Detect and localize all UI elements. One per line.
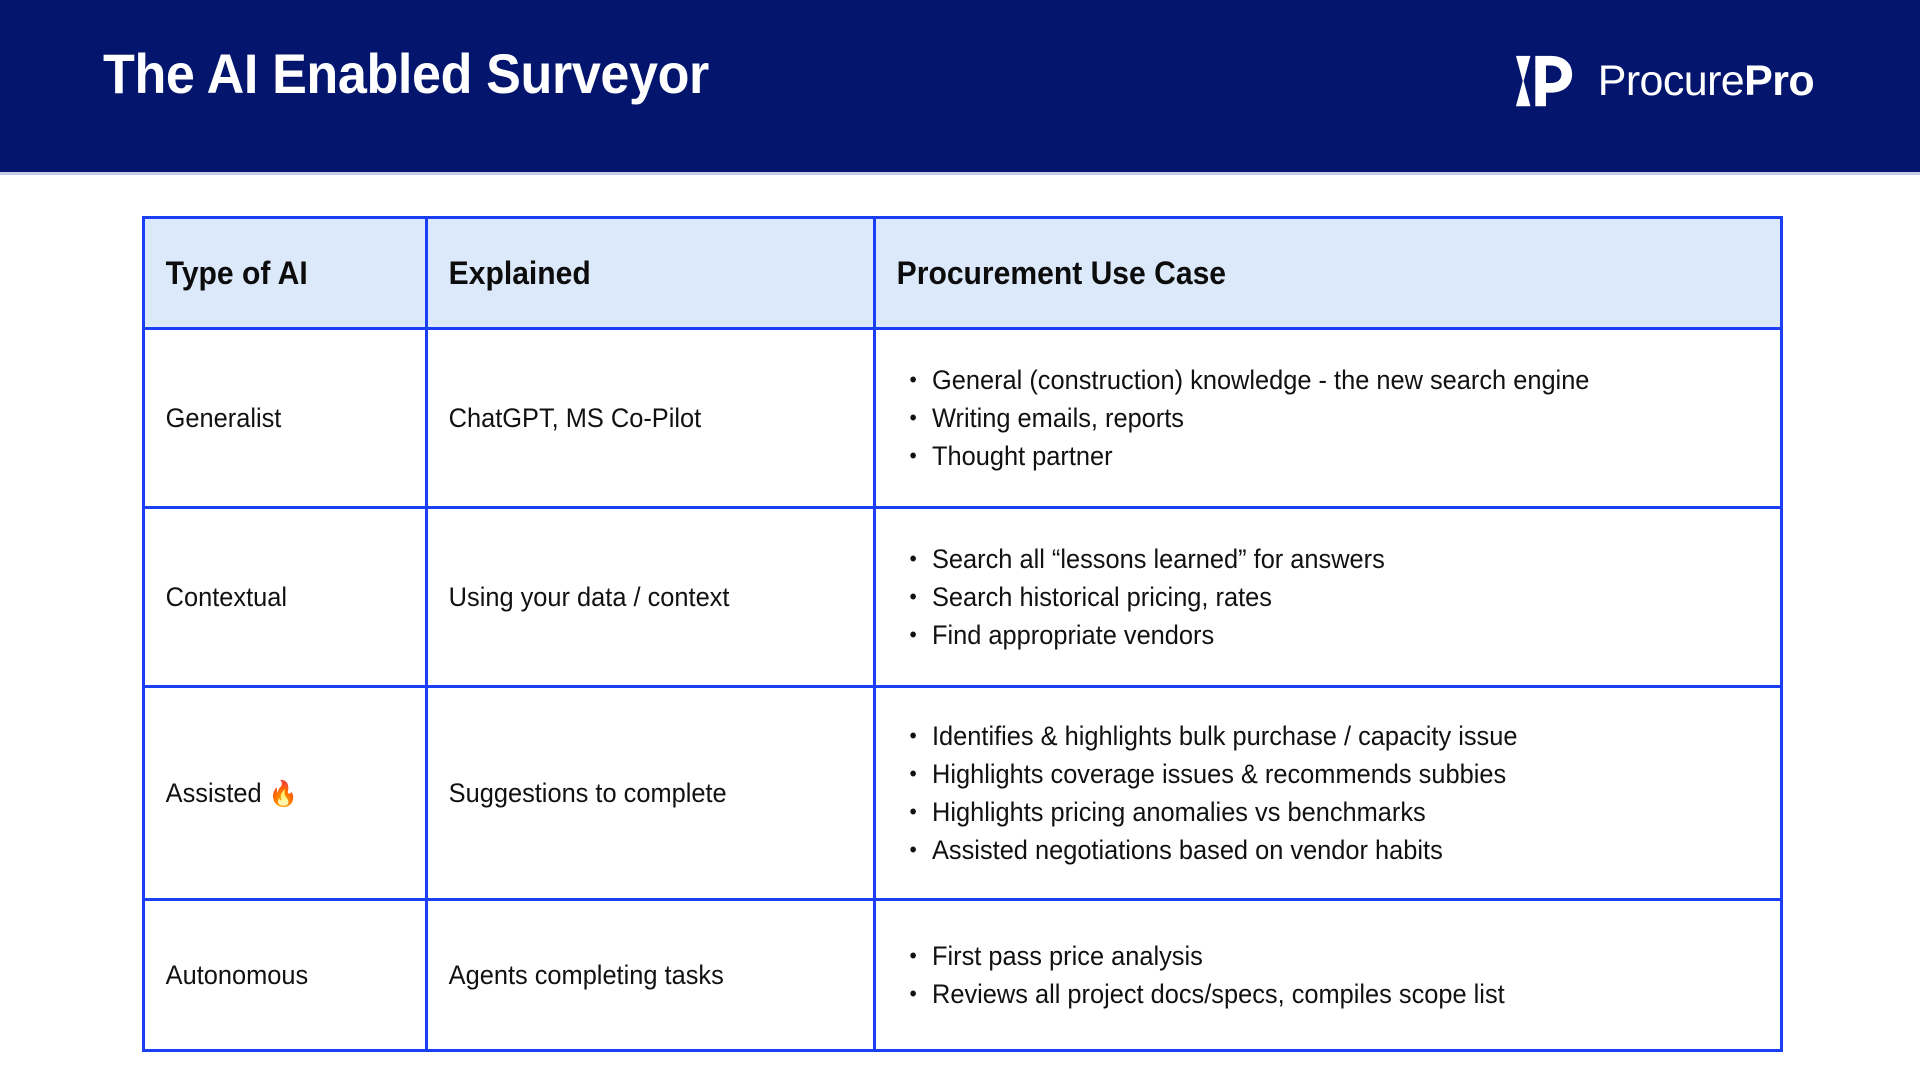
cell-type-contextual: Contextual — [142, 506, 428, 688]
ai-explained-label: Agents completing tasks — [448, 959, 724, 990]
cell-explained-generalist: ChatGPT, MS Co-Pilot — [425, 327, 876, 509]
cell-use-cases-generalist: General (construction) knowledge - the n… — [873, 327, 1783, 509]
procurepro-logo-icon — [1515, 55, 1572, 107]
column-header-label: Explained — [448, 254, 591, 291]
list-item: Identifies & highlights bulk purchase / … — [909, 717, 1710, 755]
list-item: Writing emails, reports — [909, 399, 1710, 437]
ai-type-label: Autonomous — [165, 959, 309, 990]
page-header: The AI Enabled Surveyor ProcurePro — [0, 0, 1920, 172]
page-title: The AI Enabled Surveyor — [103, 42, 709, 105]
cell-use-cases-contextual: Search all “lessons learned” for answers… — [873, 506, 1783, 688]
ai-type-label: Generalist — [165, 402, 282, 433]
list-item: Reviews all project docs/specs, compiles… — [909, 975, 1710, 1013]
table-row: Autonomous Agents completing tasks First… — [142, 898, 1783, 1052]
table-row: Generalist ChatGPT, MS Co-Pilot General … — [142, 327, 1783, 509]
use-case-list: General (construction) knowledge - the n… — [876, 361, 1780, 475]
use-case-list: First pass price analysis Reviews all pr… — [876, 937, 1780, 1013]
list-item: General (construction) knowledge - the n… — [909, 361, 1710, 399]
cell-use-cases-assisted: Identifies & highlights bulk purchase / … — [873, 685, 1783, 901]
column-header-procurement-use-case: Procurement Use Case — [873, 216, 1783, 330]
cell-type-autonomous: Autonomous — [142, 898, 428, 1052]
use-case-list: Identifies & highlights bulk purchase / … — [876, 717, 1780, 869]
list-item: Thought partner — [909, 437, 1710, 475]
brand-logo[interactable]: ProcurePro — [1514, 50, 1815, 112]
header-divider — [0, 172, 1920, 175]
table-header-row: Type of AI Explained Procurement Use Cas… — [142, 216, 1783, 330]
list-item: Search historical pricing, rates — [909, 578, 1710, 616]
column-header-type-of-ai: Type of AI — [142, 216, 428, 330]
ai-types-table-wrapper: Type of AI Explained Procurement Use Cas… — [142, 216, 1783, 1052]
fire-icon: 🔥 — [268, 778, 298, 808]
brand-wordmark: ProcurePro — [1597, 56, 1815, 105]
ai-type-label: Contextual — [165, 581, 288, 612]
cell-type-generalist: Generalist — [142, 327, 428, 509]
list-item: First pass price analysis — [909, 937, 1710, 975]
ai-types-table: Type of AI Explained Procurement Use Cas… — [142, 216, 1783, 1052]
list-item: Highlights coverage issues & recommends … — [909, 755, 1710, 793]
column-header-explained: Explained — [425, 216, 876, 330]
list-item: Highlights pricing anomalies vs benchmar… — [909, 793, 1710, 831]
table-row: Assisted 🔥 Suggestions to complete Ident… — [142, 685, 1783, 901]
ai-type-cell-content: Assisted 🔥 — [145, 778, 408, 809]
cell-explained-autonomous: Agents completing tasks — [425, 898, 876, 1052]
column-header-label: Type of AI — [165, 254, 308, 291]
cell-use-cases-autonomous: First pass price analysis Reviews all pr… — [873, 898, 1783, 1052]
column-header-label: Procurement Use Case — [896, 254, 1227, 291]
cell-explained-assisted: Suggestions to complete — [425, 685, 876, 901]
use-case-list: Search all “lessons learned” for answers… — [876, 540, 1780, 654]
list-item: Assisted negotiations based on vendor ha… — [909, 831, 1710, 869]
ai-type-label: Assisted — [165, 777, 269, 808]
list-item: Find appropriate vendors — [909, 616, 1710, 654]
brand-wordmark-light: Procure — [1597, 56, 1745, 105]
list-item: Search all “lessons learned” for answers — [909, 540, 1710, 578]
ai-explained-label: Using your data / context — [448, 581, 730, 612]
cell-explained-contextual: Using your data / context — [425, 506, 876, 688]
ai-explained-label: Suggestions to complete — [448, 777, 727, 808]
table-row: Contextual Using your data / context Sea… — [142, 506, 1783, 688]
ai-explained-label: ChatGPT, MS Co-Pilot — [448, 402, 702, 433]
cell-type-assisted: Assisted 🔥 — [142, 685, 428, 901]
brand-wordmark-bold: Pro — [1744, 56, 1814, 105]
